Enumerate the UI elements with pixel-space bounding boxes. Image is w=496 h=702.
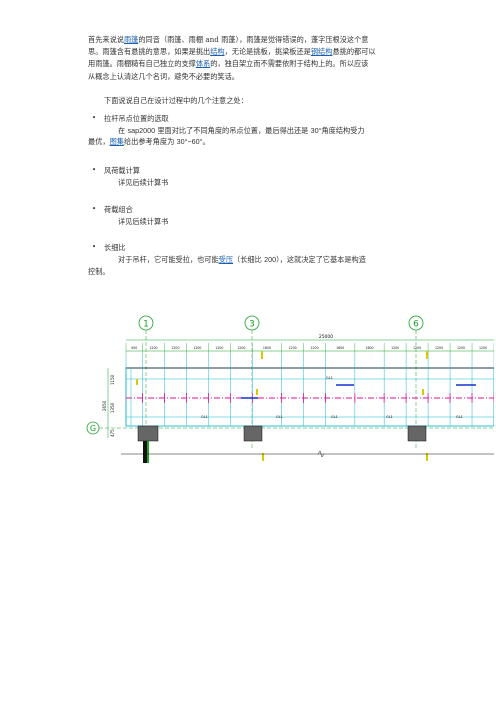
side-dim: 475: [110, 429, 115, 437]
lead-paragraph: 下面说说自己在设计过程中的几个注意之处：: [104, 96, 248, 105]
axis-label: G: [90, 424, 96, 433]
axis-marker-3: 3: [244, 315, 260, 331]
section-4-title: 长细比: [104, 243, 126, 252]
column: [143, 441, 147, 463]
link-tixi[interactable]: 体系: [195, 59, 211, 69]
body-text: 在: [118, 126, 128, 135]
body-text: 对于吊杆，它可能受拉，也可能: [118, 255, 219, 264]
top-dimension-label: 1200: [237, 346, 245, 350]
intro-text: 的，独自架立而不需要依附于结构上的。所以应该: [210, 59, 369, 69]
section-4-body: 对于吊杆，它可能受拉，也可能受压（长细比 200），这就决定了它基本是构造: [118, 255, 366, 265]
top-dimension-label: 1200: [289, 346, 297, 350]
beam-label: GL1: [386, 415, 393, 419]
column-box: [243, 425, 263, 442]
link-jiegou[interactable]: 结构: [210, 47, 225, 57]
top-dimension-label: 1200: [149, 346, 157, 350]
link-shouya[interactable]: 受压: [218, 255, 234, 264]
beam-label: GL1: [456, 415, 463, 419]
top-dimension-label: 1200: [193, 346, 201, 350]
section-2-title: 风荷载计算: [104, 166, 140, 175]
top-dimension-label: 1200: [311, 346, 319, 350]
section-3-title: 荷载组合: [104, 205, 133, 214]
top-dimension-label: 1600: [263, 346, 271, 350]
top-dimension-label: 1200: [435, 346, 443, 350]
yellow-marker: [256, 389, 258, 395]
bullet-1: •: [92, 114, 97, 122]
axis-marker-6: 6: [408, 315, 424, 331]
cad-drawing: 1 3 6 G 25000 900 1200 1200 1200 1200 1200 160…: [86, 315, 494, 463]
section-1-body: 在 sap2000 里面对比了不同角度的吊点位置，最后得出还是 30°角度结构受…: [118, 125, 438, 137]
top-dimension-label: 1200: [479, 346, 487, 350]
axis-label: 6: [413, 320, 419, 330]
bullet-4: •: [92, 243, 97, 251]
intro-text: 首先来说说: [88, 35, 124, 44]
intro-text: 思。雨篷含有悬挑的意思，如果是挑出: [88, 47, 211, 57]
top-dimension-label: 1200: [391, 346, 399, 350]
body-text: （长细比: [233, 255, 265, 264]
body-text: 最优，: [88, 137, 110, 146]
yellow-marker: [262, 453, 264, 461]
top-dimension-label: 1200: [413, 346, 421, 350]
section-3-body: 详见后续计算书: [118, 217, 169, 226]
intro-text: 从概念上认清这几个名词，避免不必要的笑话。: [88, 71, 239, 81]
body-text: 。: [202, 137, 210, 146]
section-1-title: 拉杆吊点位置的选取: [104, 114, 169, 123]
body-number: sap2000: [127, 126, 156, 135]
link-gangjiegou[interactable]: 钢结构: [310, 47, 333, 57]
intro-text: 用雨篷。雨棚糙有自己独立的支撑: [88, 59, 196, 69]
bullet-2: •: [92, 166, 97, 174]
yellow-marker: [426, 351, 428, 359]
body-text: 角度结构受力: [321, 126, 365, 135]
break-symbol: [317, 450, 325, 458]
column-box: [407, 425, 427, 442]
column-edge: [147, 441, 149, 463]
side-dim: 2650: [102, 400, 107, 411]
top-dimension-label: 1200: [457, 346, 465, 350]
yellow-marker: [422, 389, 424, 395]
beam-label: GL1: [331, 415, 338, 419]
intro-paragraph: 首先来说说雨篷的同音（雨篷、雨棚 and 雨蓬），雨篷是觉得错误的，蓬字压根没这…: [88, 34, 448, 83]
body-text: 里面对比了不同角度的吊点位置，最后得出还是: [155, 126, 311, 135]
top-dimension-label: 1200: [215, 346, 223, 350]
axis-label: 1: [143, 320, 149, 330]
body-number: 200: [264, 255, 277, 264]
side-dim: 1150: [110, 374, 115, 385]
column-box: [137, 425, 159, 442]
beam-label: GL1: [276, 415, 283, 419]
top-dimension-label: 1600: [365, 346, 373, 350]
intro-text: 的同音（雨篷、雨棚 and 雨蓬），雨篷是觉得错误的，蓬字压根没这个意: [138, 35, 369, 44]
body-number: 30°: [310, 126, 322, 135]
top-dimension-label: 1600: [336, 346, 344, 350]
beam-label: GL1: [326, 376, 333, 380]
top-dimension-label: 900: [131, 346, 137, 350]
body-number: 30°~60°: [176, 137, 203, 146]
beam-label: GL1: [201, 415, 208, 419]
yellow-marker: [426, 453, 428, 461]
link-yupeng[interactable]: 雨篷: [123, 35, 139, 44]
yellow-marker: [136, 379, 138, 385]
section-4-body-line2: 控制。: [88, 267, 110, 276]
intro-text: 悬挑的都可以: [332, 47, 376, 57]
section-1-body-line2: 最优，图集给出参考角度为 30°~60°。: [88, 137, 428, 147]
link-tuji[interactable]: 图集: [109, 137, 124, 146]
section-2-body: 详见后续计算书: [118, 178, 169, 187]
overall-dimension: 25000: [319, 334, 333, 340]
axis-marker-1: 1: [138, 315, 154, 331]
canopy-ribs: [125, 355, 494, 426]
top-dimension-label: 1200: [171, 346, 179, 350]
axis-marker-g: G: [86, 421, 100, 435]
yellow-marker: [261, 351, 263, 359]
intro-text: ，无论是挑板，挑梁板还是: [224, 47, 311, 57]
side-dim: 1350: [110, 402, 115, 413]
axis-label: 3: [249, 320, 255, 330]
top-dimensions: 900 1200 1200 1200 1200 1200 1600 1200 1200 1600 1…: [125, 343, 494, 355]
bullet-3: •: [92, 205, 97, 213]
body-text: 给出参考角度为: [123, 137, 177, 146]
body-text: ），这就决定了它基本是构造: [276, 255, 366, 264]
